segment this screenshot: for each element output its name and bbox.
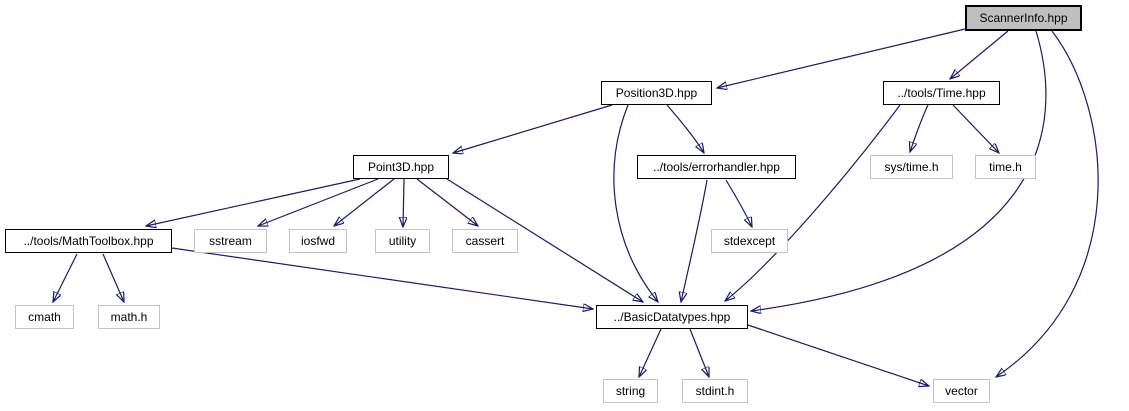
node-systime: sys/time.h (870, 155, 953, 179)
edge-time-systime (910, 104, 929, 152)
edge-point3d-basicdatatypes (446, 178, 643, 302)
edge-errorhandler-stdexcept (725, 179, 752, 227)
node-stdinth: stdint.h (682, 379, 748, 403)
edge-point3d-sstream (258, 178, 379, 226)
edge-scannerinfo-basicdatatypes (751, 30, 1047, 311)
node-sstream: sstream (194, 229, 267, 253)
edge-point3d-mathtoolbox (146, 178, 361, 226)
edge-scannerinfo-position3d (717, 28, 966, 88)
edge-time-basicdatatypes (725, 104, 901, 301)
edge-position3d-point3d (453, 104, 613, 153)
edge-point3d-iosfwd (334, 178, 395, 226)
node-basicdatatypes[interactable]: ../BasicDatatypes.hpp (596, 305, 748, 329)
edge-basicdatatypes-stdinth (689, 328, 709, 377)
edge-errorhandler-basicdatatypes (681, 179, 708, 302)
edge-mathtoolbox-cmath (53, 253, 78, 302)
node-cmath: cmath (15, 305, 74, 329)
node-mathh: math.h (98, 305, 160, 329)
edge-mathtoolbox-mathh (102, 253, 124, 302)
node-utility: utility (375, 229, 430, 253)
node-string: string (603, 379, 658, 403)
node-errorhandler[interactable]: ../tools/errorhandler.hpp (637, 155, 796, 179)
edge-scannerinfo-vector (996, 30, 1099, 377)
node-point3d[interactable]: Point3D.hpp (353, 155, 449, 179)
node-mathtoolbox[interactable]: ../tools/MathToolbox.hpp (5, 229, 172, 253)
edge-time-timeh (952, 104, 999, 153)
node-time[interactable]: ../tools/Time.hpp (883, 81, 1000, 105)
node-timeh: time.h (975, 155, 1036, 179)
edge-mathtoolbox-basicdatatypes (171, 247, 593, 309)
node-iosfwd: iosfwd (289, 229, 347, 253)
node-scannerinfo: ScannerInfo.hpp (965, 5, 1082, 31)
node-stdexcept: stdexcept (711, 229, 788, 253)
node-cassert: cassert (452, 229, 518, 253)
edge-point3d-cassert (416, 178, 478, 226)
edge-basicdatatypes-vector (747, 324, 929, 386)
edge-scannerinfo-time (950, 30, 1009, 79)
node-position3d[interactable]: Position3D.hpp (601, 81, 712, 105)
edge-position3d-basicdatatypes (613, 104, 658, 302)
edge-position3d-errorhandler (666, 104, 704, 153)
node-vector: vector (933, 379, 990, 403)
edge-basicdatatypes-string (639, 328, 662, 377)
edge-point3d-utility (403, 178, 404, 227)
